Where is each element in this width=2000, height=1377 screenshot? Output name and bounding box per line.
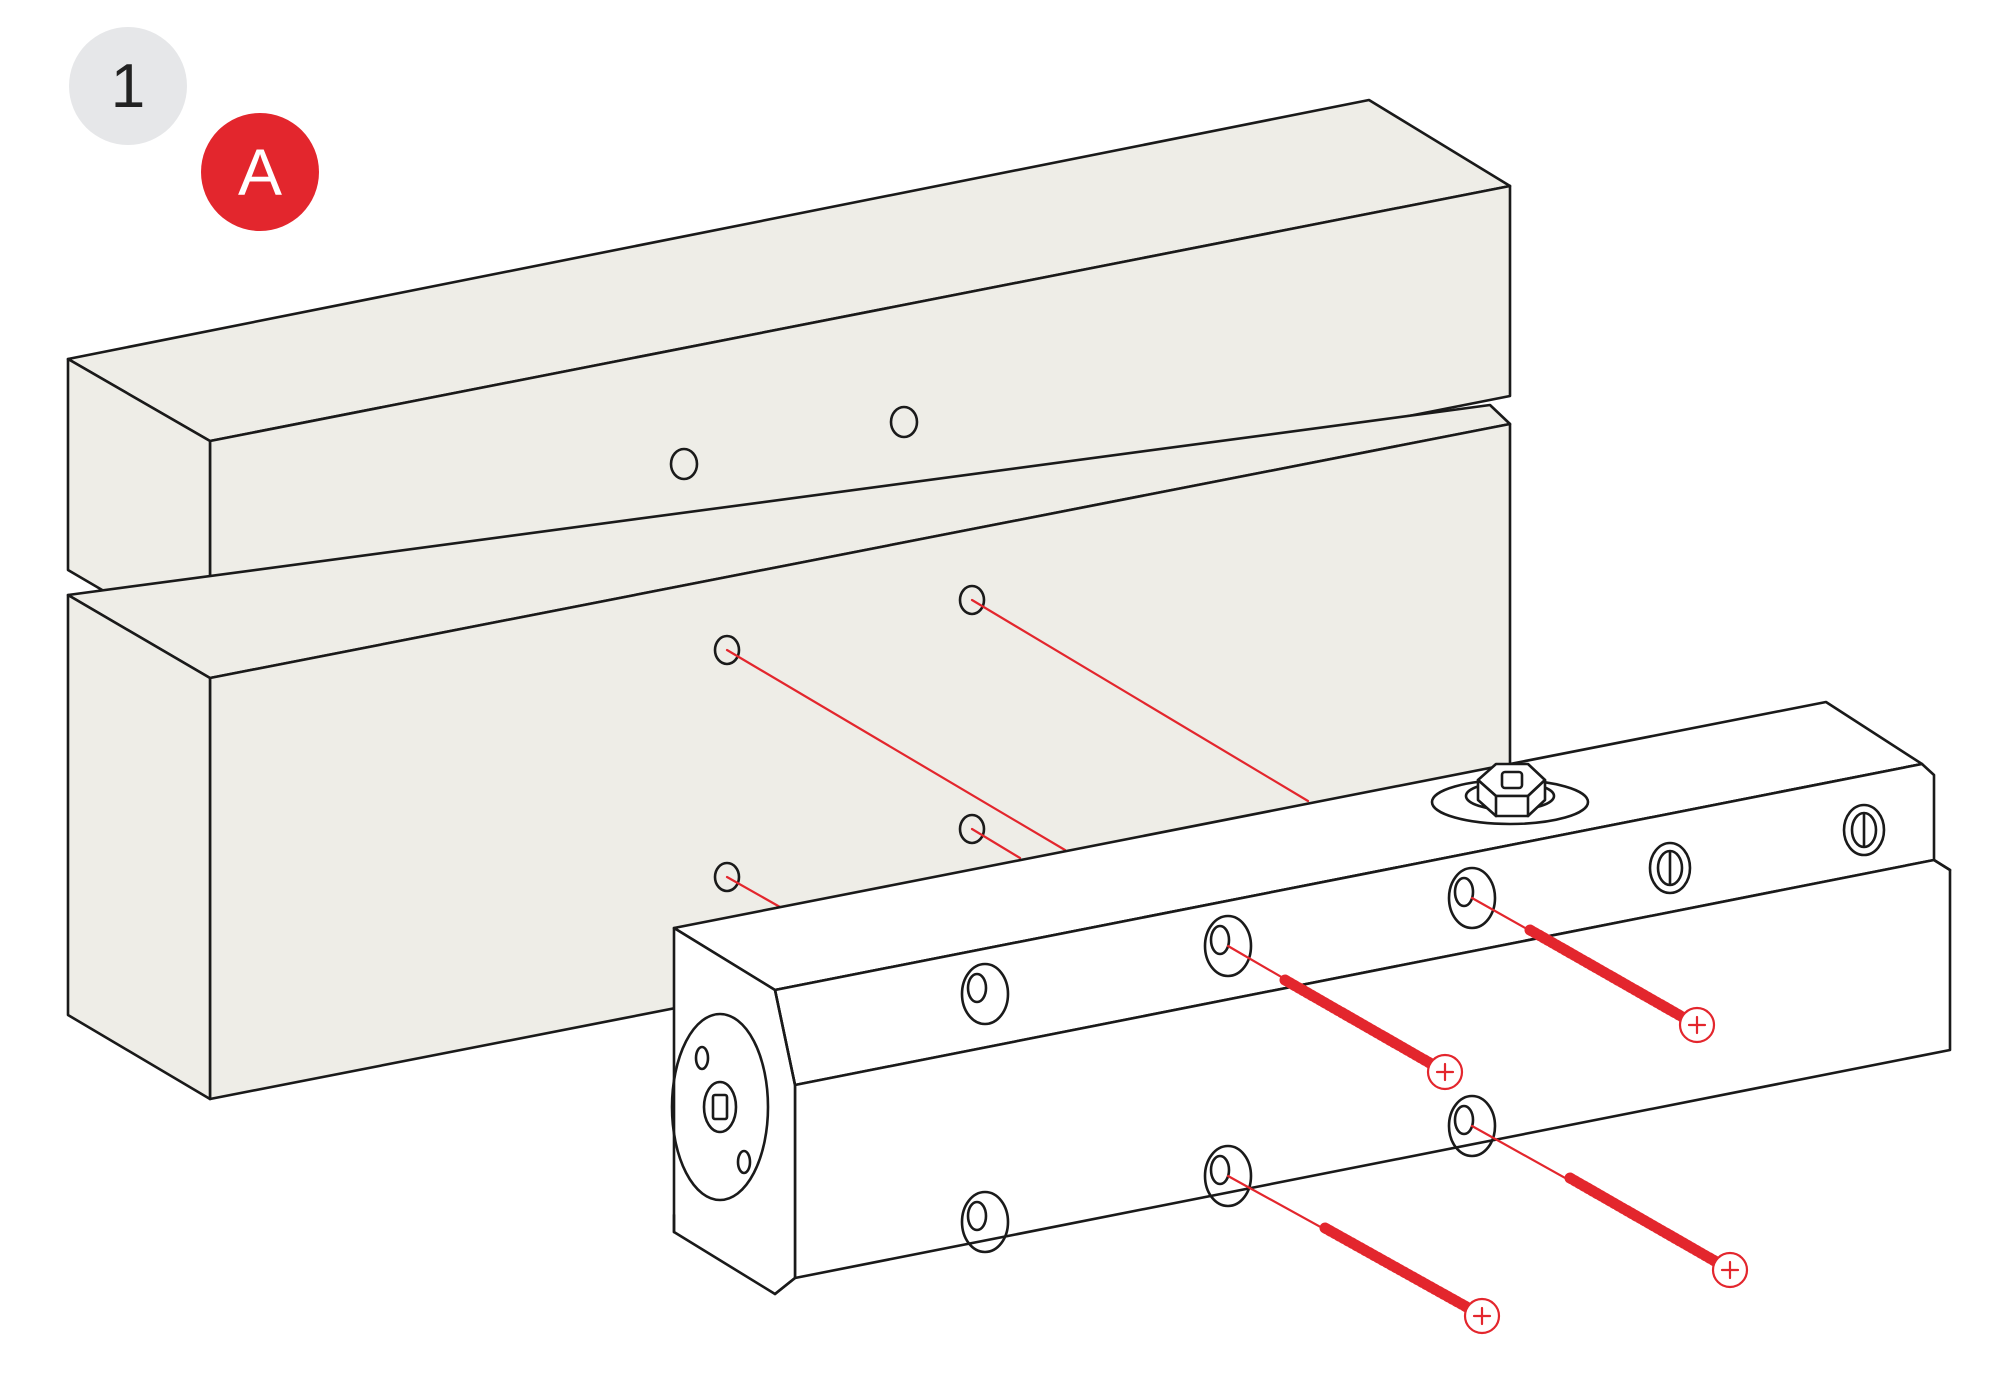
step-number-badge: 1: [69, 27, 187, 145]
screw: [1470, 1124, 1749, 1289]
spindle-pinion: [1430, 762, 1590, 826]
door-closer-body: [670, 700, 1952, 1296]
adjust-screw: [702, 1080, 738, 1134]
end-plate: [670, 1012, 770, 1202]
variant-letter: A: [237, 135, 283, 209]
step-number: 1: [110, 51, 146, 121]
screw: [1470, 896, 1716, 1044]
screw: [1226, 944, 1464, 1091]
valve-hole: [694, 1045, 710, 1071]
door-leaf: [66, 403, 1512, 1101]
alignment-lines: [725, 598, 1310, 909]
door-hole: [713, 861, 741, 893]
mounting-holes-lower: [960, 1094, 1497, 1254]
door-hole: [958, 584, 986, 616]
variant-badge: A: [201, 113, 319, 231]
mounting-holes-upper: [960, 866, 1497, 1026]
valve-hole: [736, 1149, 752, 1175]
door-hole: [958, 813, 986, 845]
door-hole: [713, 634, 741, 666]
screws: [1226, 896, 1749, 1335]
valve-screws: [1648, 803, 1886, 895]
frame-hole: [669, 447, 699, 481]
frame-hole: [889, 405, 919, 439]
screw: [1226, 1174, 1501, 1335]
